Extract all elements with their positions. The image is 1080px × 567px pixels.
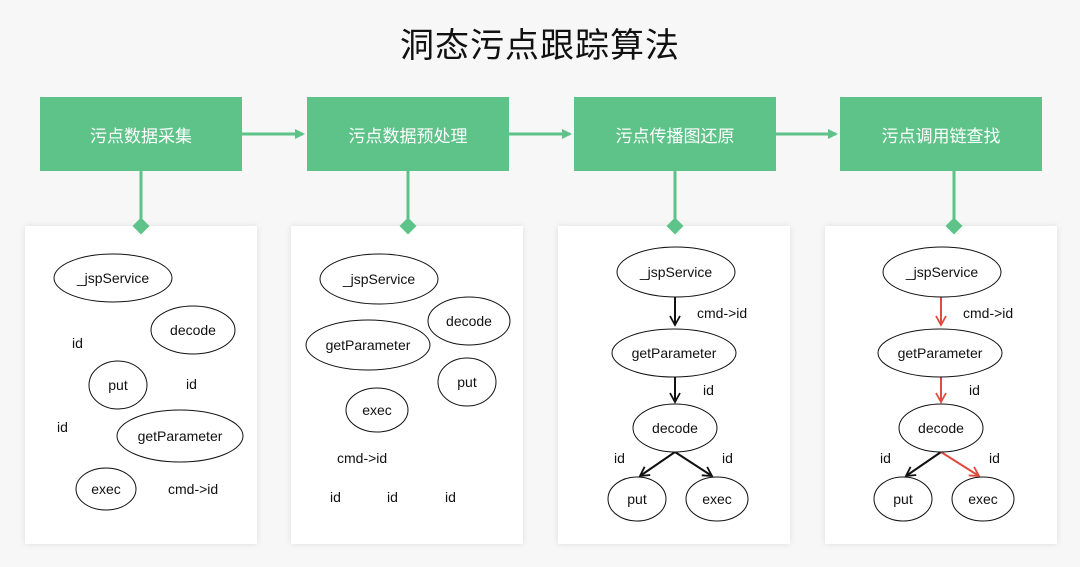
- connector-3: [666, 171, 684, 235]
- svg-text:decode: decode: [918, 420, 964, 436]
- edge-label: id: [703, 382, 714, 398]
- node-decode: decode: [898, 403, 984, 453]
- edge-label: cmd->id: [337, 450, 387, 466]
- node-put: put: [873, 476, 933, 522]
- edge-label: id: [57, 419, 68, 435]
- node-decode: decode: [632, 403, 718, 453]
- svg-text:put: put: [457, 374, 477, 390]
- svg-text:put: put: [893, 491, 913, 507]
- node-exec: exec: [75, 467, 137, 511]
- svg-text:decode: decode: [446, 313, 492, 329]
- edge-label: id: [72, 335, 83, 351]
- svg-text:_jspService: _jspService: [342, 271, 416, 287]
- connector-1: [132, 171, 150, 235]
- edge-decode-exec: [674, 451, 714, 478]
- svg-text:exec: exec: [362, 402, 392, 418]
- svg-text:put: put: [627, 491, 647, 507]
- svg-text:exec: exec: [702, 491, 732, 507]
- connector-4: [945, 171, 963, 235]
- svg-text:_jspService: _jspService: [76, 270, 150, 286]
- node-put: put: [607, 476, 667, 522]
- stage-box-data-collection: 污点数据采集: [40, 97, 242, 171]
- svg-text:decode: decode: [652, 420, 698, 436]
- edge-label: id: [722, 450, 733, 466]
- panel-1-nodes: _jspService decode put getParameter exec…: [53, 253, 244, 511]
- node-jspservice: _jspService: [616, 246, 736, 298]
- diagram-title: 洞态污点跟踪算法: [400, 26, 680, 66]
- stage-box-call-chain-search: 污点调用链查找: [840, 97, 1042, 171]
- svg-text:exec: exec: [91, 481, 121, 497]
- node-put: put: [88, 360, 148, 410]
- node-getparameter: getParameter: [877, 328, 1003, 378]
- svg-text:put: put: [108, 377, 128, 393]
- edge-label: id: [186, 376, 197, 392]
- edge-label: cmd->id: [697, 305, 747, 321]
- edge-label: id: [880, 450, 891, 466]
- svg-text:getParameter: getParameter: [898, 345, 983, 361]
- stage-box-graph-restoration: 污点传播图还原: [574, 97, 776, 171]
- svg-text:getParameter: getParameter: [326, 337, 411, 353]
- node-exec: exec: [685, 476, 749, 522]
- node-getparameter: getParameter: [611, 328, 737, 378]
- edge-label: id: [969, 382, 980, 398]
- edge-label: id: [614, 450, 625, 466]
- node-getparameter: getParameter: [116, 409, 244, 463]
- svg-text:_jspService: _jspService: [639, 264, 713, 280]
- node-exec: exec: [345, 387, 409, 433]
- panel-2-nodes: _jspService decode getParameter put exec…: [305, 253, 511, 505]
- node-exec: exec: [951, 476, 1015, 522]
- node-jspservice: _jspService: [53, 253, 173, 303]
- edge-label: id: [330, 489, 341, 505]
- edge-decode-put: [904, 451, 942, 478]
- svg-text:getParameter: getParameter: [138, 428, 223, 444]
- connector-2: [399, 171, 417, 235]
- edge-decode-exec-highlight: [940, 451, 981, 477]
- node-getparameter: getParameter: [305, 319, 431, 371]
- node-jspservice: _jspService: [319, 253, 439, 305]
- node-decode: decode: [150, 305, 236, 355]
- svg-text:getParameter: getParameter: [632, 345, 717, 361]
- svg-text:_jspService: _jspService: [905, 264, 979, 280]
- panel-3-graph: _jspService getParameter decode put exec…: [607, 246, 749, 522]
- edge-label: cmd->id: [963, 305, 1013, 321]
- edge-decode-put: [638, 451, 676, 478]
- edge-label: cmd->id: [168, 481, 218, 497]
- edge-label: id: [445, 489, 456, 505]
- svg-text:exec: exec: [968, 491, 998, 507]
- edge-label: id: [387, 489, 398, 505]
- panel-4-graph: _jspService getParameter decode put exec…: [873, 246, 1015, 522]
- stage-box-preprocessing: 污点数据预处理: [307, 97, 509, 171]
- node-decode: decode: [427, 296, 511, 346]
- edge-label: id: [989, 450, 1000, 466]
- node-jspservice: _jspService: [882, 246, 1002, 298]
- svg-text:decode: decode: [170, 322, 216, 338]
- node-put: put: [437, 357, 497, 407]
